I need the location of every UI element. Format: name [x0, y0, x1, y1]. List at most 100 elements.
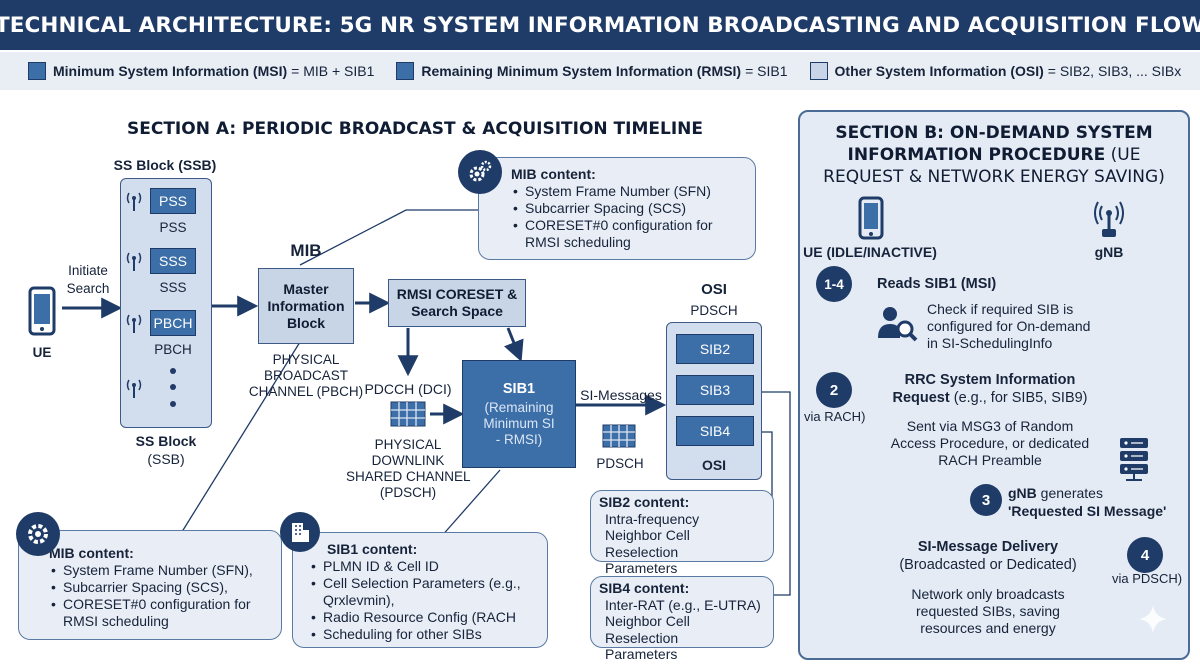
- step2-text-line: Sent via MSG3 of Random: [906, 418, 1074, 434]
- sib2-note-title: SIB2 content:: [599, 494, 690, 510]
- sib1-note-item: Scheduling for other SIBs: [309, 626, 539, 643]
- step1-text: Check if required SIB is configured for …: [927, 301, 1090, 352]
- sib2-note-text: Parameters: [605, 560, 678, 576]
- mib-box-line-2: Information: [267, 297, 345, 314]
- sib2-note-text: Intra-frequency: [605, 510, 700, 527]
- sib4-note-title: SIB4 content:: [599, 580, 690, 596]
- step2-heading-line-2: Request (e.g., for SIB5, SIB9): [872, 389, 1108, 407]
- pss-box: PSS: [150, 188, 196, 214]
- gnb-antenna-icon: [1094, 200, 1124, 238]
- mib-box-line-1: Master: [283, 280, 329, 297]
- mib-box: Master Information Block: [258, 268, 354, 344]
- sib1-content-note: SIB1 content: PLMN ID & Cell ID Cell Sel…: [292, 532, 548, 648]
- sib1-box-title: SIB1: [502, 380, 536, 397]
- legend-swatch-osi: [809, 62, 828, 80]
- ellipsis-dots: [168, 366, 178, 412]
- mib-note-top-item: System Frame Number (SFN): [511, 183, 745, 200]
- antenna-icon: [126, 190, 142, 212]
- section-b-title-bold: INFORMATION PROCEDURE: [847, 145, 1106, 165]
- antenna-icon: [126, 377, 142, 399]
- pbch-box: PBCH: [150, 310, 196, 336]
- page-title: TECHNICAL ARCHITECTURE: 5G NR SYSTEM INF…: [0, 0, 1200, 50]
- step4-text: Network only broadcasts requested SIBs, …: [872, 586, 1104, 637]
- step2-text: Sent via MSG3 of Random Access Procedure…: [872, 418, 1108, 469]
- sib1-note-item: PLMN ID & Cell ID: [309, 558, 539, 575]
- pbch-caption-2: BROADCAST: [263, 368, 348, 383]
- sib1-box-sub-1: (Remaining: [484, 399, 554, 415]
- initiate-search-label-1: Initiate: [68, 263, 108, 278]
- step2-side-label: via RACH): [804, 409, 866, 424]
- step-4-badge: 4: [1127, 537, 1163, 573]
- resource-grid-icon: [602, 424, 636, 448]
- section-b-panel: [798, 110, 1190, 660]
- sib4-note-text: Parameters: [605, 646, 678, 662]
- mib-note-top-item: CORESET#0 configuration for RMSI schedul…: [511, 217, 745, 251]
- mib-note-top-list: System Frame Number (SFN) Subcarrier Spa…: [511, 183, 745, 251]
- ue-phone-icon: [858, 196, 884, 240]
- sib4-content-note: SIB4 content: Inter-RAT (e.g., E-UTRA) N…: [590, 576, 774, 662]
- sib2-content-note: SIB2 content: Intra-frequency Neighbor C…: [590, 490, 774, 576]
- mib-note-bottom-item: Subcarrier Spacing (SCS),: [49, 579, 271, 596]
- pdsch-caption-1: PHYSICAL: [374, 437, 442, 452]
- sparkle-icon: [1138, 604, 1168, 634]
- step2-heading: RRC System Information Request (e.g., fo…: [872, 371, 1108, 407]
- pbch-caption-3: CHANNEL (PBCH): [248, 384, 364, 399]
- step4-side-label: via PDSCH): [1112, 571, 1183, 586]
- sib4-box: SIB4: [676, 416, 754, 446]
- antenna-icon: [126, 250, 142, 272]
- step2-heading-line-1: RRC System Information: [904, 372, 1076, 388]
- pbch-caption-1: PHYSICAL: [272, 352, 340, 367]
- mib-box-line-3: Block: [286, 314, 326, 331]
- ssb-bottom-label-1: SS Block: [135, 433, 197, 449]
- step4-text-line: Network only broadcasts: [911, 586, 1065, 602]
- mib-note-bottom-list: System Frame Number (SFN), Subcarrier Sp…: [49, 562, 271, 630]
- step2-text-line: RACH Preamble: [938, 452, 1042, 468]
- legend-swatch-rmsi: [396, 62, 415, 80]
- legend-osi-value: = SIB2, SIB3, ... SIBx: [1047, 63, 1182, 79]
- antenna-icon: [126, 312, 142, 334]
- mib-content-note-bottom: MIB content: System Frame Number (SFN), …: [18, 530, 282, 640]
- pdsch-caption-2: DOWNLINK: [371, 453, 445, 468]
- step2-text-line: Access Procedure, or dedicated: [890, 435, 1090, 451]
- section-b-title-line-1: SECTION B: ON-DEMAND SYSTEM: [835, 123, 1153, 143]
- sib1-note-title: SIB1 content:: [327, 541, 418, 557]
- section-b-title: SECTION B: ON-DEMAND SYSTEM INFORMATION …: [800, 122, 1188, 188]
- ssb-bottom-label-2: (SSB): [147, 451, 185, 467]
- legend-item-msi: Minimum System Information (MSI) = MIB +…: [28, 62, 374, 80]
- sib1-box-sub-3: - RMSI): [495, 431, 543, 447]
- sib1-note-item: Radio Resource Config (RACH: [309, 609, 539, 626]
- step-1-4-badge: 1-4: [816, 266, 852, 302]
- sib2-note-text: Neighbor Cell Reselection: [605, 527, 690, 560]
- gears-icon: [458, 150, 502, 194]
- sib2-box: SIB2: [676, 334, 754, 364]
- pdsch-caption-4: (PDSCH): [379, 485, 437, 500]
- section-b-title-line-3: REQUEST & NETWORK ENERGY SAVING): [823, 167, 1165, 187]
- initiate-search-label-2: Search: [66, 281, 110, 296]
- rmsi-box-line-1: RMSI CORESET &: [396, 286, 518, 302]
- mib-note-bottom-item: System Frame Number (SFN),: [49, 562, 271, 579]
- pbch-label: PBCH: [154, 342, 192, 357]
- step3-text: gNB generates 'Requested SI Message': [1008, 484, 1166, 520]
- step3-line-2: 'Requested SI Message': [1008, 503, 1167, 519]
- section-b-ue-label: UE (IDLE/INACTIVE): [803, 244, 937, 260]
- sib4-note-text: Inter-RAT (e.g., E-UTRA): [605, 596, 761, 613]
- pdsch-caption-3: SHARED CHANNEL: [346, 469, 471, 484]
- section-b-gnb-label: gNB: [1094, 244, 1124, 260]
- step4-text-line: requested SIBs, saving: [916, 603, 1060, 619]
- user-search-icon: [876, 302, 918, 344]
- step1-text-line: configured for On-demand: [927, 318, 1091, 334]
- legend-swatch-msi: [28, 62, 46, 80]
- pss-label: PSS: [159, 220, 187, 235]
- pdcch-label: PDCCH (DCI): [364, 381, 452, 397]
- si-messages-label: SI-Messages: [580, 387, 662, 403]
- mib-heading: MIB: [290, 241, 322, 260]
- step4-heading: SI-Message Delivery (Broadcasted or Dedi…: [872, 538, 1104, 574]
- step3-bold-gnb: gNB: [1008, 485, 1037, 501]
- server-icon: [1118, 436, 1150, 482]
- sib1-box: SIB1 (Remaining Minimum SI - RMSI): [462, 360, 576, 468]
- legend-item-rmsi: Remaining Minimum System Information (RM…: [396, 62, 788, 80]
- rmsi-box-line-2: Search Space: [411, 303, 503, 319]
- section-a-title: SECTION A: PERIODIC BROADCAST & ACQUISIT…: [127, 119, 704, 139]
- pdsch-small-label: PDSCH: [596, 456, 644, 471]
- legend-bar: Minimum System Information (MSI) = MIB +…: [0, 52, 1200, 90]
